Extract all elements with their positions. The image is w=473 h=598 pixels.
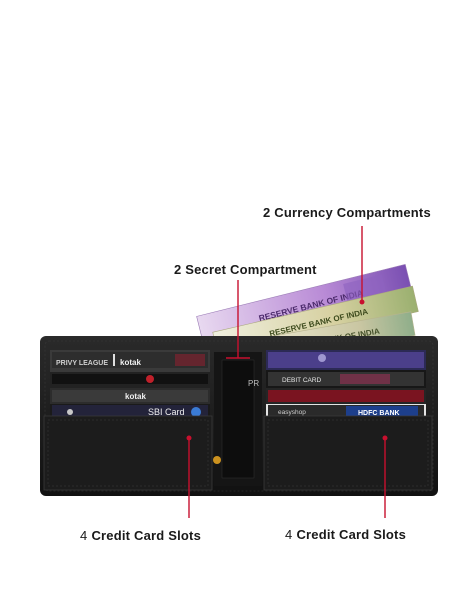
card-r2: DEBIT CARD (282, 377, 322, 384)
pointer-lines (188, 226, 386, 518)
card-r4-b: HDFC BANK (358, 410, 400, 417)
card-l1-a: PRIVY LEAGUE (56, 360, 108, 367)
currency-compartments-label: 2 Currency Compartments (263, 205, 431, 220)
right-card-slots-count: 4 (285, 527, 293, 542)
left-card-slots-text: Credit Card Slots (91, 528, 202, 543)
secret-compartment: PR (213, 352, 262, 486)
left-pocket (43, 415, 213, 491)
right-card-slots-text: Credit Card Slots (296, 527, 407, 542)
left-card-slots-count: 4 (80, 528, 88, 543)
right-card-slots: DEBIT CARD easyshop HDFC BANK (266, 350, 426, 420)
card-l4: SBI Card (148, 407, 185, 417)
card-r4-a: easyshop (278, 409, 306, 416)
right-pocket (263, 415, 433, 491)
card-mid-text: PR (248, 379, 259, 388)
card-l3-b: kotak (125, 392, 146, 401)
left-card-slots: PRIVY LEAGUE kotak kotak SBI Card (50, 350, 210, 420)
card-l1-b: kotak (120, 358, 141, 367)
pointer-dots (186, 299, 388, 441)
secret-compartment-label: 2 Secret Compartment (174, 262, 317, 277)
